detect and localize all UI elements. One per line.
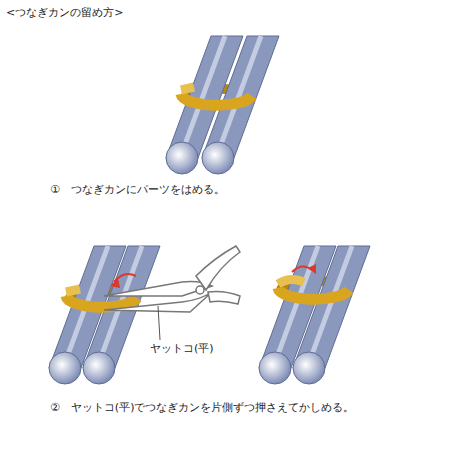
step-caption: ① つなぎカンにパーツをはめる。: [50, 183, 225, 196]
part-label: ヤットコ(平): [148, 342, 216, 355]
figure-1: [166, 36, 279, 174]
rod: [83, 246, 160, 384]
pliers: [104, 246, 240, 312]
title: <つなぎカンの留め方>: [6, 6, 123, 19]
step-caption: ② ヤットコ(平)でつなぎカンを片側ずつ押さえてかしめる。: [50, 401, 354, 414]
figure-2a: [49, 246, 240, 384]
rod: [293, 246, 370, 384]
figure-2b: [259, 246, 370, 384]
